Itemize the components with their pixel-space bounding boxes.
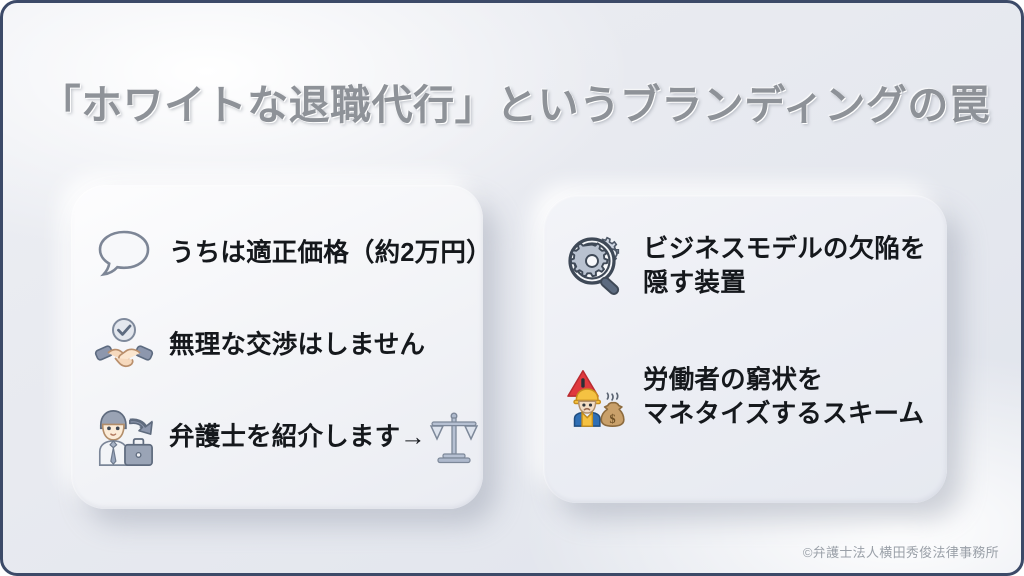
list-item-label: 無理な交渉はしません bbox=[169, 331, 426, 360]
list-item: $ 労働者の窮状を マネタイズするスキーム bbox=[567, 364, 927, 431]
businessman-briefcase-arrow-icon bbox=[93, 407, 155, 469]
page-title: 「ホワイトな退職代行」というブランディングの罠 bbox=[39, 82, 991, 128]
list-item-label: 労働者の窮状を マネタイズするスキーム bbox=[643, 366, 925, 428]
list-item: 無理な交渉はしません bbox=[93, 315, 465, 377]
list-item: うちは適正価格（約2万円） bbox=[93, 223, 492, 285]
list-item: ビジネスモデルの欠陥を 隠す装置 bbox=[567, 233, 927, 300]
list-item-label: うちは適正価格（約2万円） bbox=[169, 239, 492, 268]
list-item-label: 弁護士を紹介します→ bbox=[169, 409, 482, 467]
magnifier-gears-icon bbox=[567, 236, 629, 298]
claims-card: うちは適正価格（約2万円） 無理な交渉 bbox=[71, 185, 492, 509]
svg-text:$: $ bbox=[610, 412, 616, 426]
list-item: 弁護士を紹介します→ bbox=[93, 407, 479, 469]
balance-scales-icon bbox=[426, 409, 482, 467]
warning-worker-moneybag-icon: $ bbox=[567, 367, 629, 429]
speech-bubble-icon bbox=[93, 223, 155, 285]
copyright-notice: ©弁護士法人横田秀俊法律事務所 bbox=[802, 545, 999, 560]
list-item-label: ビジネスモデルの欠陥を 隠す装置 bbox=[643, 235, 926, 297]
claims-row-list: うちは適正価格（約2万円） 無理な交渉 bbox=[93, 215, 492, 483]
reality-row-list: ビジネスモデルの欠陥を 隠す装置 bbox=[567, 229, 927, 477]
handshake-check-icon bbox=[93, 315, 155, 377]
reality-card: ビジネスモデルの欠陥を 隠す装置 bbox=[543, 195, 947, 503]
